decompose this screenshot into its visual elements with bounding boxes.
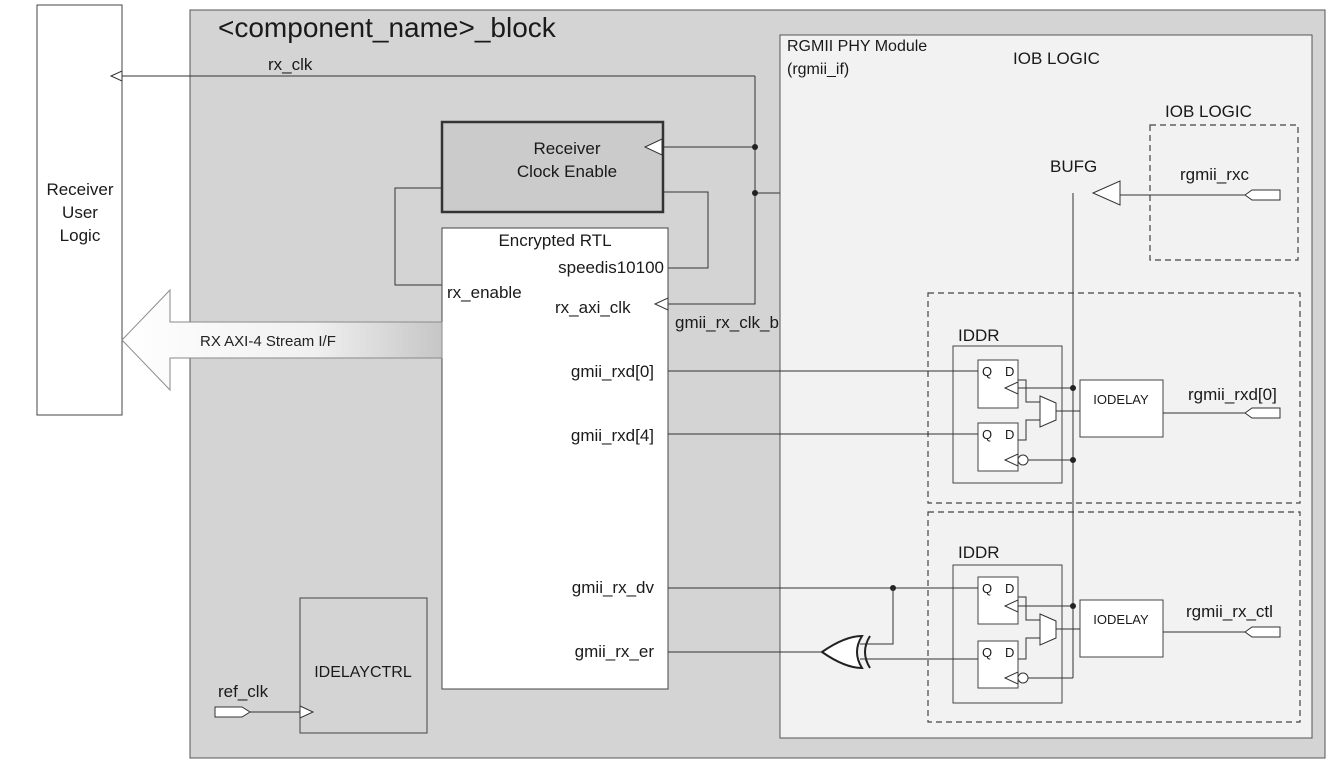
ff-q-label: Q <box>982 364 992 379</box>
rgmii-rx-ctl-label: rgmii_rx_ctl <box>1186 602 1273 621</box>
xor-gate-input-curve <box>864 635 871 669</box>
component-block-title: <component_name>_block <box>218 12 557 43</box>
receiver-clock-enable-label-1: Receiver <box>533 139 600 158</box>
iddr-data-box <box>952 345 1063 484</box>
ff-d-label: D <box>1005 427 1014 442</box>
ff-q-label: Q <box>982 645 992 660</box>
iodelay-data-box <box>1079 379 1164 438</box>
wire-clock-trunk <box>668 76 756 305</box>
rgmii-rxc-port-icon <box>1244 189 1281 201</box>
receiver-clock-enable-label-2: Clock Enable <box>517 162 617 181</box>
rx-enable-port: rx_enable <box>447 283 522 302</box>
rx-clk-label: rx_clk <box>268 55 313 74</box>
ff-q-label: Q <box>982 581 992 596</box>
iddr-data-ff-rising <box>977 359 1019 409</box>
ff-clock-icon <box>1003 671 1019 685</box>
clock-enable-clock-input-icon <box>643 138 663 156</box>
ff-clock-icon <box>1003 453 1019 467</box>
gmii-rx-clk-bufg-label: gmii_rx_clk_bufg <box>675 313 803 332</box>
junction-dot <box>1070 457 1076 463</box>
receiver-clock-enable-box <box>440 120 665 214</box>
ff-d-label: D <box>1005 581 1014 596</box>
ff-clock-icon <box>1003 599 1019 613</box>
rx-axi-clk-input-icon <box>653 297 669 311</box>
ff-clock-icon <box>1003 381 1019 395</box>
rgmii-rxd0-label: rgmii_rxd[0] <box>1188 385 1277 404</box>
ff-d-label: D <box>1005 364 1014 379</box>
rgmii-rxd0-port-icon <box>1244 407 1281 419</box>
ref-clk-label: ref_clk <box>218 682 269 701</box>
junction-dot <box>1070 385 1076 391</box>
gmii-rx-er-port: gmii_rx_er <box>575 642 655 661</box>
wire-mux-to-ff <box>1018 419 1040 441</box>
rx-axi-stream-label: RX AXI-4 Stream I/F <box>200 333 336 350</box>
iob-logic-clock-label: IOB LOGIC <box>1165 102 1252 121</box>
receiver-user-logic-label-1: Receiver <box>46 180 113 199</box>
iob-logic-clock-box <box>1149 124 1299 261</box>
iddr-data-label: IDDR <box>958 326 1000 345</box>
ff-d-label: D <box>1005 645 1014 660</box>
phy-iob-logic-label: IOB LOGIC <box>1013 49 1100 68</box>
iddr-ctl-box <box>952 564 1063 704</box>
rgmii-phy-module-subtitle: (rgmii_if) <box>787 61 849 78</box>
encrypted-rtl-box <box>441 227 669 690</box>
wire-rx-dv-to-xor <box>860 588 894 645</box>
bufg-buffer-icon <box>1091 180 1121 206</box>
gmii-rx-dv-port: gmii_rx_dv <box>572 578 655 597</box>
iddr-data-iob-box <box>927 292 1301 504</box>
wire-speedis10100-loop <box>663 191 709 269</box>
iddr-ctl-mux-icon <box>1039 613 1057 646</box>
receiver-user-logic-label-2: User <box>62 203 98 222</box>
wire-rx-enable-loop <box>394 187 442 286</box>
wire-mux-to-ff <box>1018 637 1040 660</box>
clock-invert-bubble-icon <box>1017 454 1029 466</box>
receiver-user-logic-box <box>36 4 123 416</box>
idelayctrl-clock-input-icon <box>299 705 315 719</box>
gmii-rxd4-port: gmii_rxd[4] <box>571 426 654 445</box>
wire-mux-to-ff <box>1018 379 1040 403</box>
rx-axi-stream-arrow <box>121 288 443 392</box>
rx-axi-clk-port: rx_axi_clk <box>555 298 631 317</box>
ref-clk-port-icon <box>214 706 251 718</box>
idelayctrl-label: IDELAYCTRL <box>314 664 412 681</box>
clock-invert-bubble-icon <box>1017 672 1029 684</box>
ff-q-label: Q <box>982 427 992 442</box>
bufg-label: BUFG <box>1050 157 1097 176</box>
gmii-rxd0-port: gmii_rxd[0] <box>571 362 654 381</box>
iodelay-ctl-label: IODELAY <box>1093 612 1149 627</box>
junction-dot <box>752 190 758 196</box>
rgmii-rxc-label: rgmii_rxc <box>1180 165 1249 184</box>
junction-dot <box>1070 603 1076 609</box>
idelayctrl-box <box>299 597 428 734</box>
rgmii-rx-ctl-port-icon <box>1244 626 1281 638</box>
rx-clk-arrow <box>109 70 123 82</box>
iddr-ctl-ff-rising <box>977 576 1019 625</box>
junction-dot <box>752 144 758 150</box>
iodelay-data-label: IODELAY <box>1093 392 1149 407</box>
iodelay-ctl-box <box>1079 599 1164 658</box>
wire-mux-to-ff <box>1018 596 1040 621</box>
iddr-data-mux-icon <box>1039 395 1057 428</box>
xor-gate-icon <box>820 634 864 670</box>
iddr-ctl-label: IDDR <box>958 543 1000 562</box>
iddr-ctl-iob-box <box>927 511 1301 723</box>
speedis10100-port: speedis10100 <box>558 258 664 277</box>
rgmii-phy-module-title: RGMII PHY Module <box>787 38 927 55</box>
encrypted-rtl-title: Encrypted RTL <box>498 231 611 250</box>
receiver-user-logic-label-3: Logic <box>60 226 101 245</box>
